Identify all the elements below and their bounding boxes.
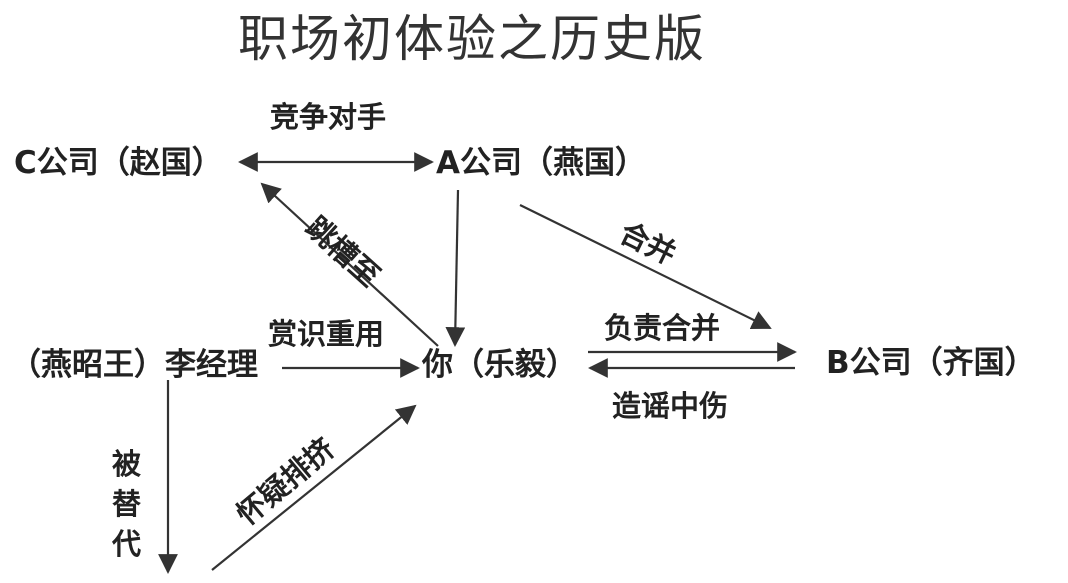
label-replaced-char-1: 被 [112, 447, 142, 481]
node-c-company: C公司（赵国） [14, 145, 223, 181]
page-title: 职场初体验之历史版 [238, 10, 706, 68]
arrow-suspect [211, 404, 417, 571]
label-rival: 竞争对手 [270, 100, 387, 134]
label-replaced-char-2: 替 [112, 487, 142, 521]
node-manager: （燕昭王）李经理 [10, 347, 258, 383]
arrow-jump [260, 182, 439, 347]
node-a-company: A公司（燕国） [436, 145, 646, 181]
label-slander: 造谣中伤 [612, 389, 729, 423]
label-replaced-char-3: 代 [112, 527, 142, 561]
label-appreciate: 赏识重用 [268, 317, 385, 351]
node-b-company: B公司（齐国） [826, 345, 1036, 381]
arrow-a-to-you [445, 189, 466, 347]
arrow-merge [519, 204, 772, 330]
node-you: 你（乐毅） [422, 347, 577, 383]
label-lead-merge: 负责合并 [604, 311, 721, 345]
